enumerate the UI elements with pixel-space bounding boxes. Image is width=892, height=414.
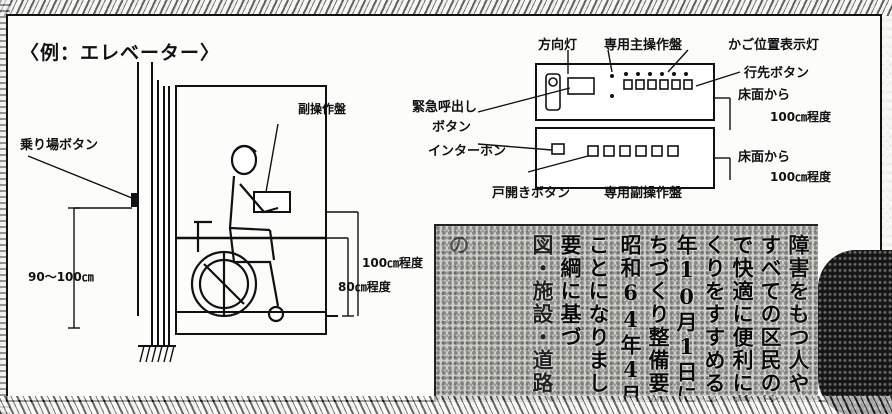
handrail-height-label: 100㎝程度 xyxy=(362,256,424,270)
direction-light-label: 方向灯 xyxy=(538,38,578,53)
scan-noise-left xyxy=(0,0,10,414)
scan-noise-bottom xyxy=(0,396,892,414)
article-column: の xyxy=(446,234,470,257)
intercom-label: インターホン xyxy=(428,144,507,159)
article-column: ことになりまし xyxy=(586,234,610,395)
article-column: 障害をもつ人や xyxy=(786,234,810,395)
article-column: 年10月1日に「豊 xyxy=(674,234,698,402)
section-badge xyxy=(818,250,892,414)
wheelchair-user-illustration xyxy=(190,144,285,323)
article-column: すべての区民の皆 xyxy=(758,234,782,402)
article-column: で快適に便利に暮 xyxy=(730,234,754,402)
secondary-panel-height-label: 100㎝程度 xyxy=(770,170,832,184)
elevator-diagram xyxy=(27,49,741,363)
main-panel-height-label: 100㎝程度 xyxy=(770,110,832,124)
scan-noise-top xyxy=(0,0,892,16)
article-body: 障害をもつ人や すべての区民の皆 で快適に便利に暮 くりをすすめるた 年10月1… xyxy=(434,224,818,402)
elevator-car xyxy=(175,85,327,335)
car-secondary-panel-label: 副操作盤 xyxy=(298,102,347,116)
door-open-button-label: 戸開きボタン xyxy=(492,186,571,201)
main-panel-label: 専用主操作盤 xyxy=(604,38,683,53)
call-button-height-label: 90～100㎝ xyxy=(28,270,94,284)
secondary-from-floor-label: 床面から xyxy=(738,150,791,165)
hall-call-button-label: 乗り場ボタン xyxy=(20,138,99,153)
car-position-indicator-label: かご位置表示灯 xyxy=(728,38,820,53)
emergency-call-label-1: 緊急呼出し xyxy=(412,100,478,115)
article-column: ちづくり整備要綱 xyxy=(646,234,670,402)
article-column: くりをすすめるた xyxy=(702,234,726,402)
article-column: 図・施設・道路、 xyxy=(530,234,554,402)
panel-height-label: 80㎝程度 xyxy=(338,280,391,294)
hall-call-button-mark xyxy=(131,193,139,207)
main-from-floor-label: 床面から xyxy=(738,88,791,103)
destination-button-label: 行先ボタン xyxy=(744,66,810,81)
article-column: 昭和64年4月1日か xyxy=(618,234,642,402)
secondary-panel-label: 専用副操作盤 xyxy=(604,186,683,201)
figure-title: 〈例：エレベーター〉 xyxy=(20,42,221,64)
emergency-call-label-2: ボタン xyxy=(432,120,472,135)
secondary-operation-panel xyxy=(535,127,715,189)
article-column: 要綱に基づ xyxy=(558,234,582,349)
